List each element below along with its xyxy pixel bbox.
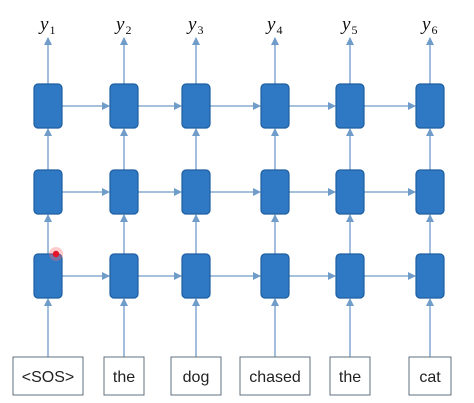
output-symbol: y [340, 14, 351, 35]
rnn-cell-layer3-step1 [33, 83, 63, 129]
input-token-text: the [339, 369, 361, 386]
output-label: y6 [420, 14, 437, 37]
rnn-cell-layer2-step5 [335, 169, 365, 215]
connections [44, 37, 434, 357]
rnn-cell-layer3-step5 [335, 83, 365, 129]
rnn-cell-layer3-step3 [181, 83, 211, 129]
input-token-text: cat [419, 369, 441, 386]
rnn-cell-layer1-step3 [181, 253, 211, 299]
input-token-box [408, 356, 452, 396]
rnn-cell-layer1-step5 [335, 253, 365, 299]
input-token-text: dog [183, 369, 210, 386]
rnn-cell-layer2-step1 [33, 169, 63, 215]
input-token-box [103, 356, 145, 396]
rnn-cell-layer2-step2 [109, 169, 139, 215]
output-subscript: 4 [276, 23, 282, 37]
output-subscript: 3 [197, 23, 203, 37]
input-tokens: <SOS> the dog chased the cat [12, 356, 452, 396]
output-symbol: y [114, 14, 125, 35]
rnn-cells [33, 83, 445, 299]
input-token-box [239, 356, 311, 396]
input-token-text: <SOS> [22, 369, 74, 386]
output-label: y3 [186, 14, 203, 37]
output-label: y4 [265, 14, 282, 37]
cursor-marker [49, 247, 63, 261]
output-subscript: 6 [431, 23, 437, 37]
output-subscript: 1 [49, 23, 55, 37]
rnn-cell-layer3-step6 [415, 83, 445, 129]
input-token-box [12, 356, 84, 396]
output-label: y1 [38, 14, 55, 37]
output-symbol: y [38, 14, 49, 35]
rnn-cell-layer3-step2 [109, 83, 139, 129]
input-token-box [170, 356, 222, 396]
rnn-cell-layer2-step3 [181, 169, 211, 215]
input-token-text: the [113, 369, 135, 386]
cursor-dot [52, 250, 60, 258]
rnn-cell-layer1-step1 [33, 253, 63, 299]
output-symbol: y [265, 14, 276, 35]
output-subscript: 2 [125, 23, 131, 37]
output-label: y2 [114, 14, 131, 37]
rnn-cell-layer1-step2 [109, 253, 139, 299]
rnn-cell-layer2-step6 [415, 169, 445, 215]
rnn-cell-layer3-step4 [260, 83, 290, 129]
rnn-cell-layer1-step6 [415, 253, 445, 299]
input-token-box [329, 356, 371, 396]
output-label: y5 [340, 14, 357, 37]
output-symbol: y [420, 14, 431, 35]
output-symbol: y [186, 14, 197, 35]
rnn-cell-layer2-step4 [260, 169, 290, 215]
output-subscript: 5 [351, 23, 357, 37]
input-token-text: chased [249, 369, 301, 386]
rnn-cell-layer1-step4 [260, 253, 290, 299]
